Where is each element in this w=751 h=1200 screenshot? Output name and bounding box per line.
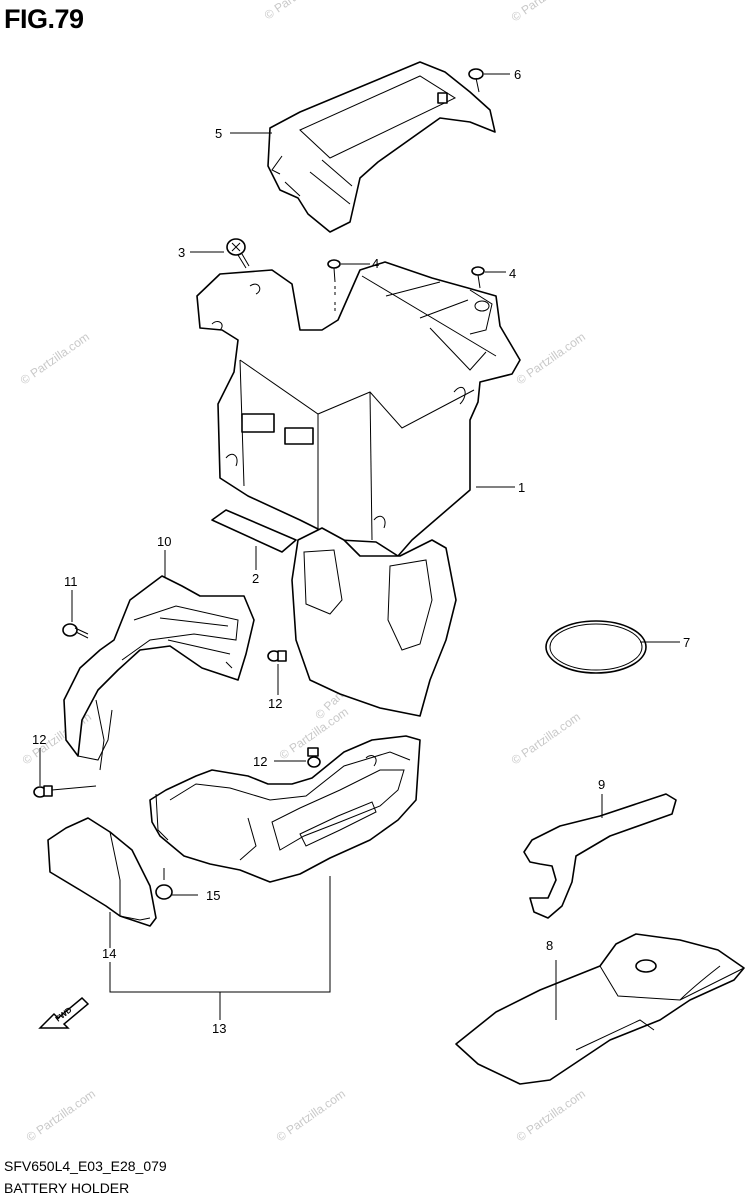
callout-4-left: 4	[372, 256, 379, 271]
callout-12-a: 12	[268, 696, 282, 711]
watermark-text: © Partzilla.com	[24, 1087, 98, 1145]
watermark-text: © Partzilla.com	[262, 0, 336, 22]
callout-12-b: 12	[32, 732, 46, 747]
part-11-bolt	[62, 623, 89, 639]
watermark-text: © Partzilla.com	[18, 330, 92, 388]
part-4-screw-left	[327, 259, 341, 312]
part-2-pad	[211, 509, 297, 553]
callout-9: 9	[598, 777, 605, 792]
callout-8: 8	[546, 938, 553, 953]
part-15-bolt	[155, 868, 173, 900]
callout-2: 2	[252, 571, 259, 586]
watermark-text: © Partzilla.com	[509, 710, 583, 768]
callout-3: 3	[178, 245, 185, 260]
leader-lines	[39, 73, 680, 1020]
part-9-spanner	[523, 793, 677, 919]
part-1-battery-holder	[196, 261, 521, 557]
part-6-screw	[468, 68, 484, 93]
part-12-bolt-a	[267, 650, 287, 662]
callout-12-c: 12	[253, 754, 267, 769]
watermark-text: © Partzilla.com	[274, 1087, 348, 1145]
callout-15: 15	[206, 888, 220, 903]
callout-4-right: 4	[509, 266, 516, 281]
watermark-text: © Partzilla.com	[514, 1087, 588, 1145]
callout-1: 1	[518, 480, 525, 495]
part-8-tool-bag	[455, 933, 745, 1085]
part-3-bolt	[226, 238, 250, 269]
callout-numbers: 6 5 3 4 4 1 2 7 8 9 10 11 12 12 12 13 14…	[32, 67, 690, 1036]
callout-6: 6	[514, 67, 521, 82]
fwd-arrow-icon: FWD	[38, 996, 90, 1029]
model-code: SFV650L4_E03_E28_079	[4, 1158, 167, 1174]
part-10-cover	[63, 575, 255, 771]
callout-14: 14	[102, 946, 116, 961]
figure-title: FIG.79	[4, 4, 84, 34]
callout-13: 13	[212, 1021, 226, 1036]
part-12-bolt-c	[307, 747, 321, 768]
watermark-text: © Partzilla.com	[509, 0, 583, 24]
figure-caption: BATTERY HOLDER	[4, 1180, 130, 1196]
part-1-lower-flap	[291, 527, 457, 717]
part-5-bracket	[267, 61, 496, 233]
callout-5: 5	[215, 126, 222, 141]
part-12-bolt-b	[33, 785, 53, 798]
part-4-screw-right	[471, 266, 485, 289]
watermark-text: © Partzilla.com	[514, 330, 588, 388]
part-13-cover	[149, 735, 421, 883]
callout-11: 11	[64, 574, 78, 589]
callout-7: 7	[683, 635, 690, 650]
part-7-band	[545, 620, 647, 674]
part-14-cover	[47, 817, 157, 927]
callout-10: 10	[157, 534, 171, 549]
